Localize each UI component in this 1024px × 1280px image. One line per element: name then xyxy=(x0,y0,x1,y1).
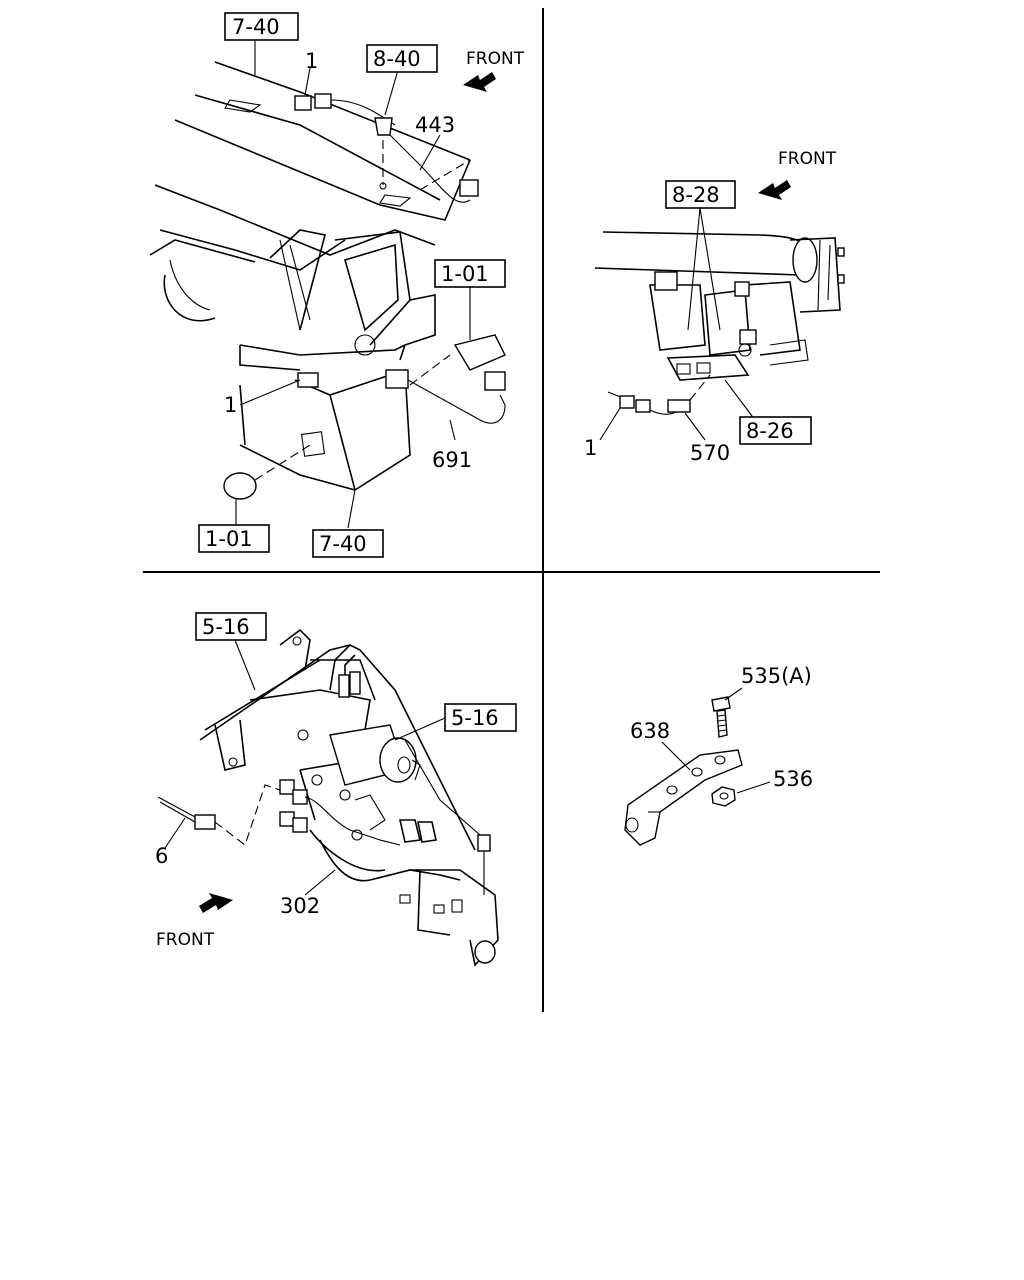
ref-label: 5-16 xyxy=(202,615,250,639)
ref-box xyxy=(434,259,506,288)
ref-label: 1-01 xyxy=(441,262,489,286)
connector xyxy=(459,179,479,197)
front-label: FRONT xyxy=(156,930,215,950)
part-number: 691 xyxy=(432,448,472,472)
bolt-part xyxy=(711,696,731,738)
part-number: 1 xyxy=(224,393,237,417)
connector xyxy=(294,95,312,111)
part-number: 302 xyxy=(280,894,320,918)
bottom-right-quadrant: 535(A) 638 536 xyxy=(624,664,813,846)
nut-part xyxy=(711,786,736,807)
dashboard-illustration xyxy=(149,61,471,371)
top-right-quadrant: FRONT 8-28 8 xyxy=(584,149,845,465)
ref-label: 8-40 xyxy=(373,47,421,71)
ref-box xyxy=(195,612,267,641)
ref-box xyxy=(444,703,517,732)
ref-box xyxy=(198,524,270,553)
part-number: 638 xyxy=(630,719,670,743)
front-label: FRONT xyxy=(778,149,837,169)
ref-label: 7-40 xyxy=(319,532,367,556)
part-number: 535(A) xyxy=(741,664,812,688)
switch-component xyxy=(374,117,393,136)
front-arrow-icon xyxy=(463,72,496,92)
ref-box xyxy=(224,12,299,41)
ref-box xyxy=(665,180,736,209)
knob-part xyxy=(223,472,257,500)
bracket-part xyxy=(624,749,743,846)
part-number: 1 xyxy=(584,436,597,460)
part-number: 443 xyxy=(415,113,455,137)
ref-box xyxy=(739,416,812,445)
ref-label: 7-40 xyxy=(232,15,280,39)
connector xyxy=(314,93,332,109)
front-arrow-icon xyxy=(199,893,233,913)
connector xyxy=(385,369,409,389)
part-number: 570 xyxy=(690,441,730,465)
connector xyxy=(297,372,319,388)
ref-label: 8-26 xyxy=(746,419,794,443)
motor-end xyxy=(379,737,417,783)
switch-component xyxy=(453,334,506,371)
front-label: FRONT xyxy=(466,49,525,69)
quadrant-dividers xyxy=(143,8,880,1012)
part-number: 1 xyxy=(305,49,318,73)
front-arrow-icon xyxy=(758,180,791,200)
ref-box xyxy=(366,44,438,73)
ref-label: 5-16 xyxy=(451,706,499,730)
part-number: 6 xyxy=(155,844,168,868)
ref-box xyxy=(312,529,384,558)
lower-panel xyxy=(239,368,411,491)
ref-label: 1-01 xyxy=(205,527,253,551)
top-left-quadrant: FRONT 7-40 8-40 1-01 1-01 7-40 1 443 1 6… xyxy=(149,12,525,558)
connector xyxy=(484,371,506,391)
part-number: 536 xyxy=(773,767,813,791)
ref-label: 8-28 xyxy=(672,183,720,207)
bottom-left-quadrant: FRONT 5-16 5-16 6 302 xyxy=(155,612,517,967)
